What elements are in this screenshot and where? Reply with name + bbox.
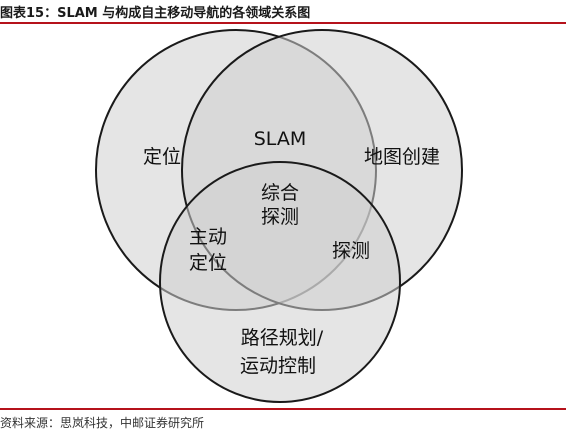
path-planning-label-line1: 路径规划/ — [241, 327, 324, 349]
integrated-exploration-label-line1: 综合 — [261, 182, 299, 204]
integrated-exploration-label-line2: 探测 — [261, 206, 299, 228]
footer-divider — [0, 408, 566, 410]
active-localization-label-line2: 定位 — [189, 252, 227, 274]
path-planning-label-line2: 运动控制 — [240, 355, 316, 377]
slam-label: SLAM — [254, 128, 306, 150]
localization-label: 定位 — [143, 146, 181, 168]
map-building-label: 地图创建 — [364, 146, 440, 168]
active-localization-label-line1: 主动 — [189, 226, 227, 248]
figure-title: 图表15：SLAM 与构成自主移动导航的各领域关系图 — [0, 6, 311, 21]
exploration-label: 探测 — [332, 240, 370, 262]
source-note: 资料来源：思岚科技，中邮证券研究所 — [0, 416, 205, 430]
path-planning-circle — [159, 161, 401, 403]
header-divider — [0, 22, 566, 24]
